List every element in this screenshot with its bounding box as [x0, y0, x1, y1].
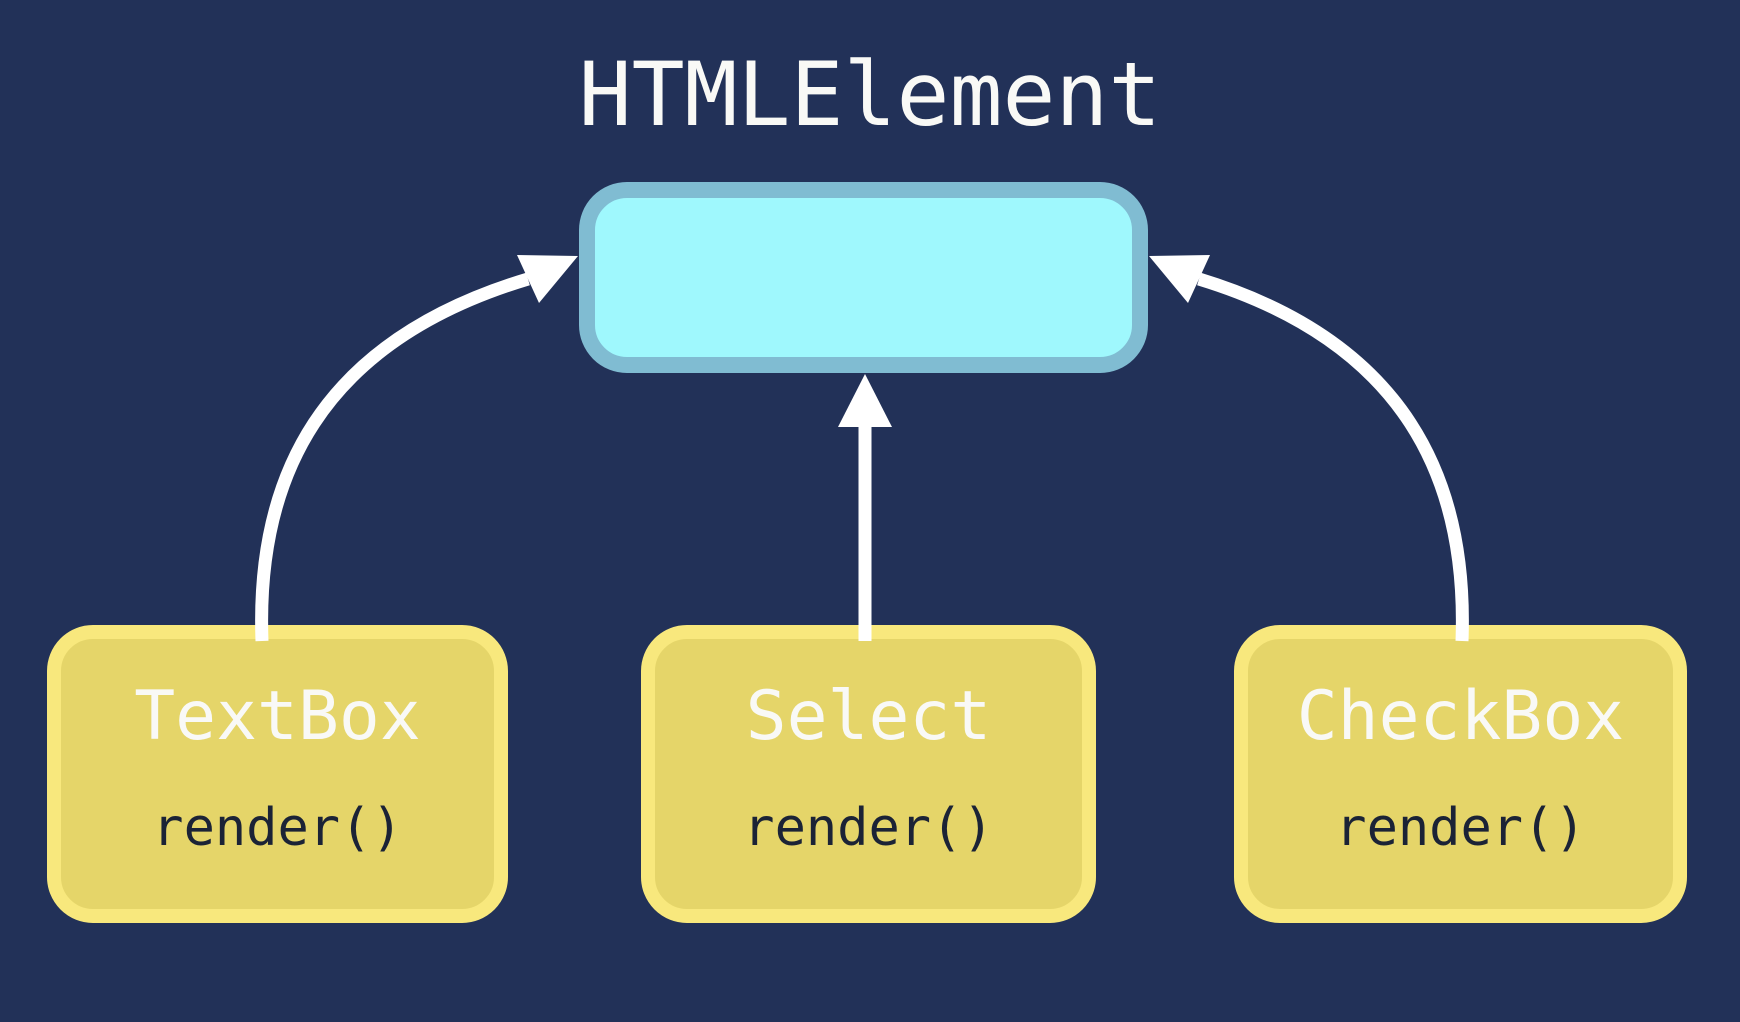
textbox-box: TextBox render() — [47, 625, 508, 923]
textbox-render-method: render() — [152, 797, 403, 858]
textbox-label: TextBox — [134, 676, 421, 756]
checkbox-box: CheckBox render() — [1234, 625, 1687, 923]
textbox-to-htmlelement-arrow-icon — [255, 255, 578, 642]
checkbox-label: CheckBox — [1296, 676, 1625, 756]
checkbox-render-method: render() — [1335, 797, 1586, 858]
diagram-title: HTMLElement — [578, 43, 1162, 146]
select-box: Select render() — [641, 625, 1096, 923]
select-render-method: render() — [743, 797, 994, 858]
htmlelement-box — [579, 182, 1148, 373]
select-to-htmlelement-arrow-icon — [838, 374, 892, 641]
select-label: Select — [745, 676, 992, 756]
checkbox-to-htmlelement-arrow-icon — [1149, 255, 1469, 642]
